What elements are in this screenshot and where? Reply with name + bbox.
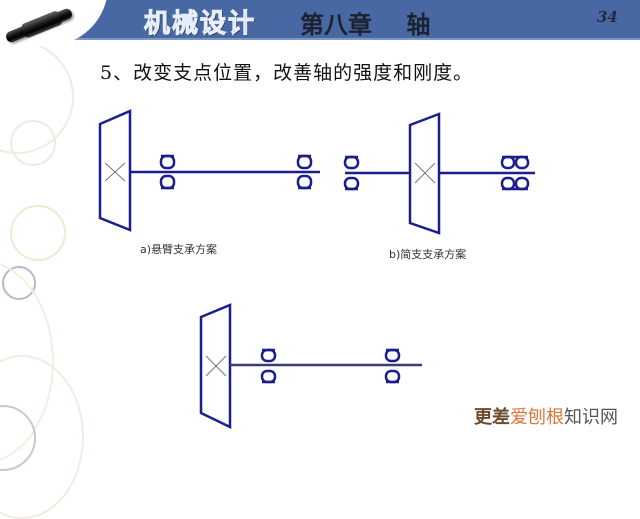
- diagram-a-caption: a)悬臂支承方案: [140, 243, 218, 256]
- bearing-icon: [159, 154, 176, 190]
- more-link[interactable]: 更差: [474, 407, 510, 428]
- bearing-icon: [296, 154, 313, 190]
- header-band: [74, 0, 640, 40]
- watermark-site: 知识网: [564, 407, 618, 428]
- watermark: 更差爱刨根知识网: [474, 403, 618, 429]
- page-number: 34: [597, 8, 618, 26]
- decorative-circle: [0, 260, 54, 464]
- bearing-icon: [260, 348, 277, 384]
- decorative-circle: [0, 355, 84, 519]
- diagram-a-cantilever: [98, 109, 320, 232]
- gear-icon: [199, 303, 232, 429]
- diagram-c-improved: [199, 303, 422, 429]
- chapter-title: 第八章 轴: [300, 10, 431, 39]
- point-heading: 5、改变支点位置，改善轴的强度和刚度。: [100, 62, 474, 84]
- gear-icon: [98, 109, 132, 232]
- bearing-icon: [384, 348, 401, 384]
- gear-icon: [408, 112, 441, 235]
- decorative-circle: [0, 405, 36, 471]
- bearing-pair-icon: [500, 155, 530, 191]
- decorative-circle: [2, 266, 36, 300]
- slide: 机械设计 第八章 轴 34 5、改变支点位置，改善轴的强度和刚度。 a)悬臂支承…: [0, 0, 640, 432]
- course-title: 机械设计: [143, 9, 257, 40]
- watermark-brand: 爱刨根: [510, 407, 564, 428]
- decorative-circle: [0, 40, 74, 154]
- decorative-circle: [10, 205, 66, 261]
- diagram-b-caption: b)简支支承方案: [389, 248, 467, 261]
- diagram-b-simply-supported: [343, 112, 535, 235]
- bearing-icon: [343, 155, 360, 191]
- decorative-circle: [10, 120, 56, 166]
